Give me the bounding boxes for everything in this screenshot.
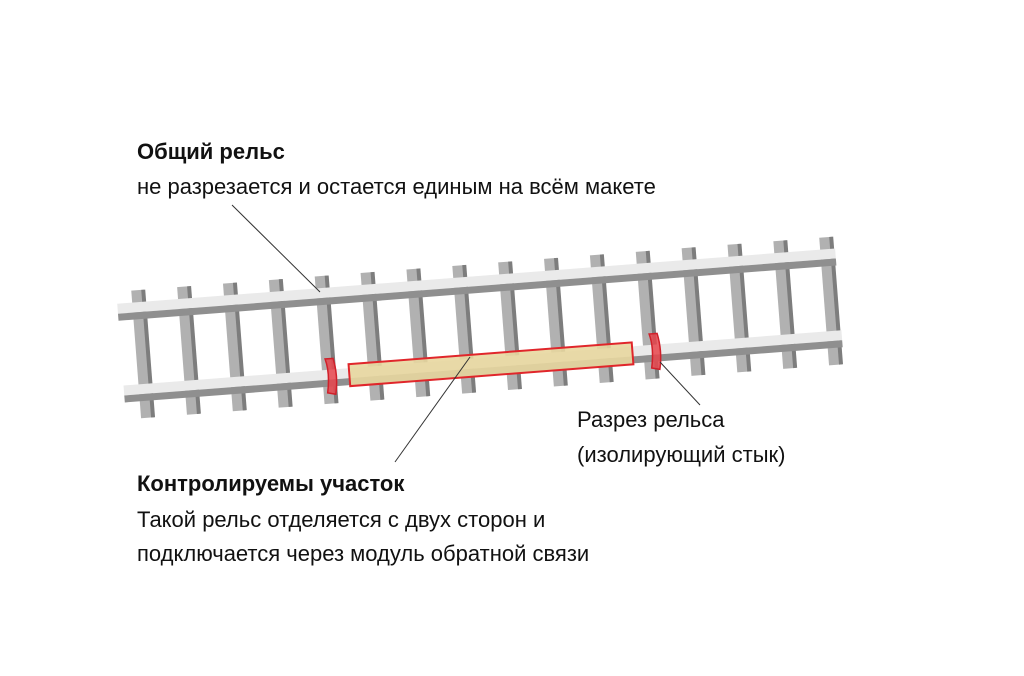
- rail-cut-sublabel: (изолирующий стык): [577, 442, 786, 467]
- left-cut-marker: [324, 357, 338, 396]
- common-rail-title: Общий рельс: [137, 139, 285, 164]
- rail-cut-label: Разрез рельса: [577, 407, 725, 432]
- common-rail-leader-line: [231, 204, 321, 293]
- rail-cut-leader-line: [659, 361, 701, 406]
- common-rail-description: не разрезается и остается единым на всём…: [137, 174, 656, 199]
- top-rail: [117, 248, 836, 314]
- controlled-section-leader-line: [394, 356, 471, 463]
- top-rail-shadow: [117, 258, 837, 321]
- controlled-section-title: Контролируемы участок: [137, 471, 405, 496]
- controlled-section-line2: подключается через модуль обратной связи: [137, 541, 590, 566]
- track: [117, 236, 844, 419]
- controlled-section-highlight: [347, 341, 635, 388]
- right-cut-marker: [648, 332, 662, 371]
- controlled-section-line1: Такой рельс отделяется с двух сторон и: [137, 507, 546, 532]
